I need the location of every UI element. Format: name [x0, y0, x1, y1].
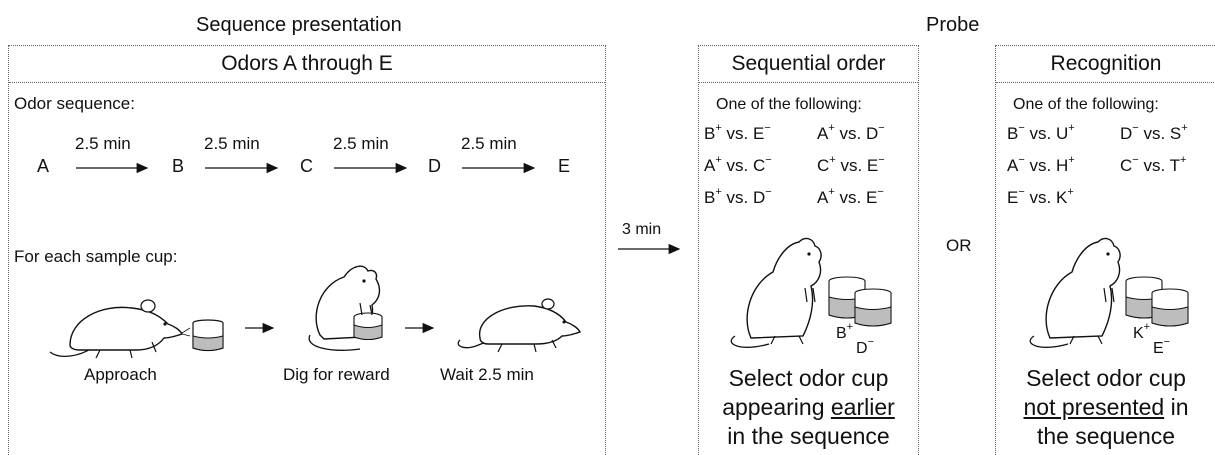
sequence-section-title: Sequence presentation — [196, 14, 402, 36]
delay-label: 3 min — [622, 221, 662, 238]
odor-pair: D− vs. S+ — [1120, 122, 1188, 144]
rat-approach-icon — [49, 299, 191, 359]
interval-label: 2.5 min — [333, 134, 389, 153]
odor-pair: B− vs. U+ — [1007, 122, 1075, 144]
interval-label: 2.5 min — [204, 134, 260, 153]
sequence-panel: Odors A through E — [8, 45, 606, 455]
sequence-arrows — [76, 162, 536, 174]
recognition-header: Recognition — [996, 46, 1215, 83]
delay-arrow — [618, 243, 681, 255]
sample-cup-label: For each sample cup: — [14, 247, 178, 266]
step-arrow — [245, 322, 275, 334]
sequential-order-header: Sequential order — [699, 46, 918, 83]
interval-label: 2.5 min — [461, 134, 517, 153]
rat-walking-icon — [457, 298, 581, 353]
odor-pair: A+ vs. E− — [817, 186, 884, 208]
rat-standing-icon — [730, 237, 822, 348]
odor-sequence-label: Odor sequence: — [14, 94, 135, 113]
sample-cup-icon — [192, 319, 224, 352]
odor-pair: B+ vs. E− — [704, 122, 771, 144]
emphasis-earlier: earlier — [830, 394, 895, 420]
rat-digging-icon — [308, 265, 383, 351]
odor-pair: A− vs. H+ — [1007, 154, 1075, 176]
rat-standing-icon — [1029, 237, 1121, 348]
or-label: OR — [946, 236, 972, 255]
odor-pair: E− vs. K+ — [1007, 186, 1074, 208]
odor-label: B — [172, 156, 185, 176]
odor-label: A — [37, 156, 50, 176]
odor-cup-pair-icon — [828, 276, 892, 327]
odor-label: C — [300, 156, 313, 176]
odor-label: D — [428, 156, 441, 176]
probe-section-title: Probe — [926, 14, 980, 36]
odor-pair: B+ vs. D− — [704, 186, 772, 208]
odor-pair: C− vs. T+ — [1120, 154, 1187, 176]
odor-pair: C+ vs. E− — [817, 154, 885, 176]
cup-label: B+ — [836, 321, 854, 343]
odor-pair: A+ vs. C− — [704, 154, 772, 176]
odor-cup-pair-icon — [1125, 276, 1189, 327]
sequential-order-panel: Sequential order — [698, 45, 919, 455]
odor-label: E — [558, 156, 571, 176]
step-wait: Wait 2.5 min — [440, 365, 534, 384]
emphasis-not-presented: not presented — [1023, 394, 1165, 420]
step-arrow — [405, 322, 435, 334]
odor-pair: A+ vs. D− — [817, 122, 885, 144]
recognition-caption: Select odor cup not presented in the seq… — [1023, 365, 1189, 449]
recognition-intro: One of the following: — [1013, 96, 1159, 113]
sequence-panel-header: Odors A through E — [9, 46, 605, 83]
cup-label: K+ — [1133, 321, 1151, 343]
interval-label: 2.5 min — [75, 134, 131, 153]
cup-label: E− — [1153, 336, 1171, 358]
step-dig: Dig for reward — [283, 365, 390, 384]
sequential-caption: Select odor cup appearing earlier in the… — [722, 365, 895, 449]
step-approach: Approach — [84, 365, 157, 384]
sequential-intro: One of the following: — [716, 96, 862, 113]
recognition-panel: Recognition — [995, 45, 1215, 455]
cup-label: D− — [856, 336, 874, 358]
